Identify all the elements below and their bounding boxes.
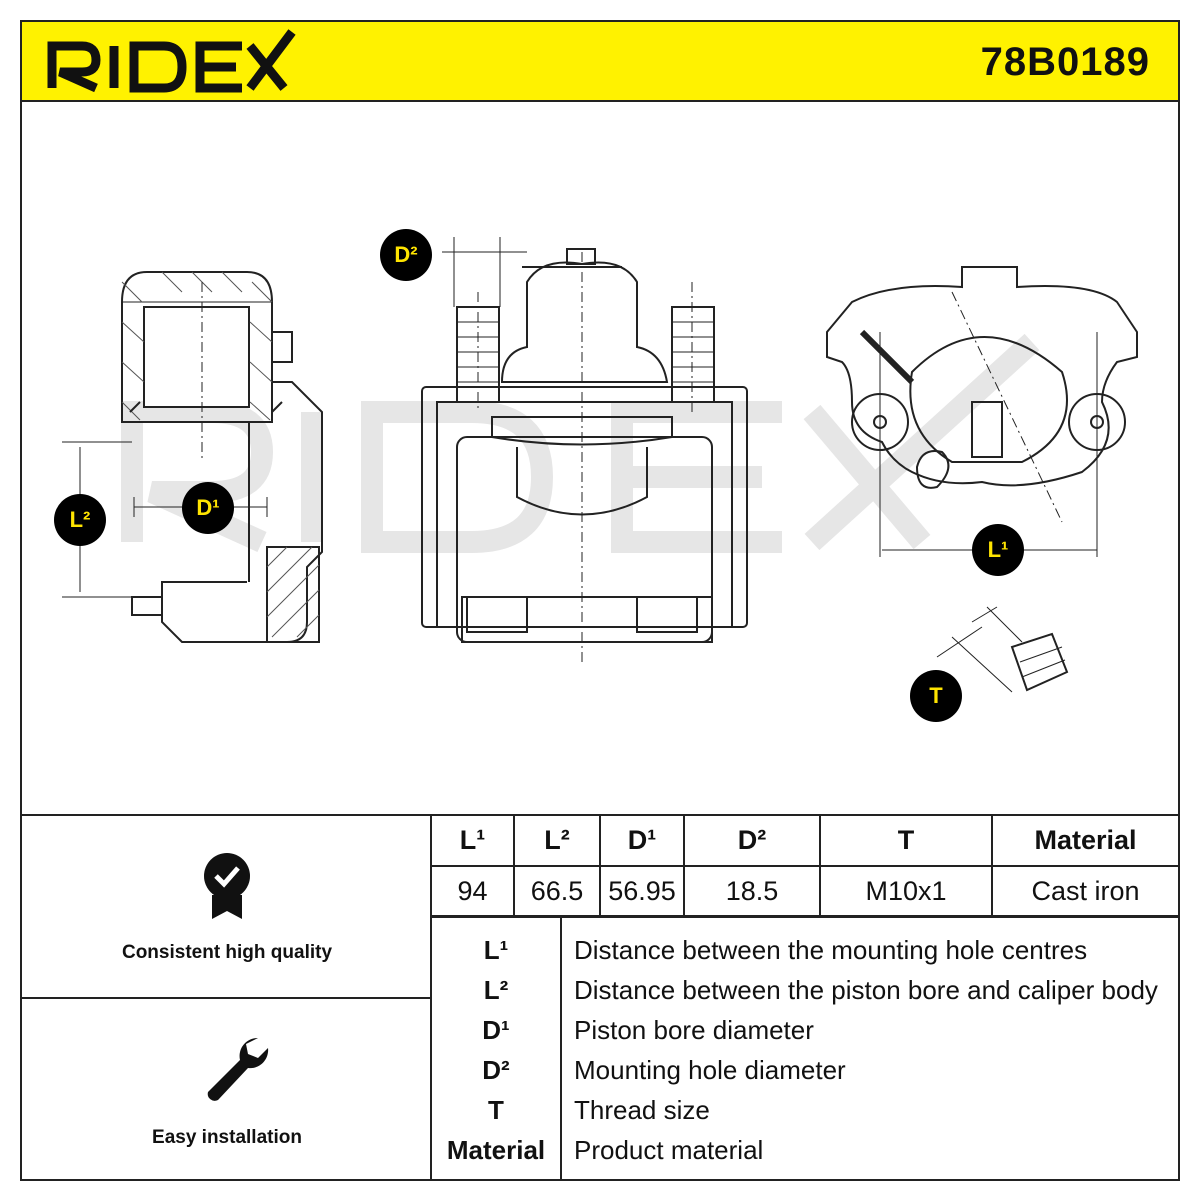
feature-quality: Consistent high quality	[22, 816, 432, 999]
bleeder-screw	[936, 606, 1069, 693]
part-number: 78B0189	[980, 40, 1150, 84]
legend-desc: Distance between the mounting hole centr…	[574, 935, 1088, 965]
legend-key: T	[488, 1095, 504, 1125]
specs-header-l1: L¹	[432, 816, 515, 867]
legend-row: L² Distance between the piston bore and …	[432, 970, 1178, 1010]
legend-row: D² Mounting hole diameter	[432, 1050, 1178, 1090]
specs-header-d2: D²	[683, 816, 821, 867]
badge-t-label: T	[929, 683, 943, 708]
specs-header-d1: D¹	[599, 816, 685, 867]
badge-l2: L²	[54, 494, 106, 546]
legend-key: D²	[482, 1055, 510, 1085]
badge-d1-label: D¹	[196, 495, 220, 520]
caliper-front-view	[421, 248, 748, 662]
feature-quality-label: Consistent high quality	[121, 942, 333, 963]
legend-desc: Thread size	[574, 1095, 710, 1125]
badge-d2: D²	[380, 229, 432, 281]
legend-row: T Thread size	[432, 1090, 1178, 1130]
technical-drawing: D² D¹ L² L¹ T	[22, 102, 1178, 814]
legend-row: D¹ Piston bore diameter	[432, 1010, 1178, 1050]
ridex-logo	[46, 28, 296, 99]
legend-desc: Mounting hole diameter	[574, 1055, 846, 1085]
header-bar: 78B0189	[22, 22, 1178, 102]
feature-installation-label: Easy installation	[152, 1127, 302, 1148]
dimension-lines-left	[62, 441, 268, 598]
legend-key: Material	[446, 1135, 546, 1165]
feature-installation: Easy installation	[22, 999, 432, 1181]
caliper-section-view	[121, 271, 323, 643]
bottom-section: Consistent high quality Easy installatio…	[22, 814, 1178, 1181]
specs-header-material: Material	[991, 816, 1178, 867]
specs-header-l2: L²	[513, 816, 601, 867]
legend-key: L¹	[483, 935, 509, 965]
specs-value-l2: 66.5	[513, 865, 601, 917]
specs-value-material: Cast iron	[991, 865, 1178, 917]
wrench-icon	[202, 1034, 272, 1109]
legend-row: L¹ Distance between the mounting hole ce…	[432, 930, 1178, 970]
specs-value-l1: 94	[432, 865, 515, 917]
specs-header-t: T	[819, 816, 993, 867]
product-sheet: 78B0189	[20, 20, 1180, 1181]
legend-desc: Distance between the piston bore and cal…	[574, 975, 1158, 1005]
legend-table: L¹ Distance between the mounting hole ce…	[432, 916, 1178, 1181]
quality-badge-icon	[202, 851, 252, 926]
caliper-rear-view	[826, 266, 1138, 557]
badge-l2-label: L²	[69, 507, 91, 532]
badge-l1-label: L¹	[987, 537, 1009, 562]
legend-divider	[560, 918, 562, 1181]
legend-row: Material Product material	[432, 1130, 1178, 1170]
badge-l1: L¹	[972, 524, 1024, 576]
dimension-lines-center	[442, 237, 527, 307]
specs-value-d1: 56.95	[599, 865, 685, 917]
legend-desc: Piston bore diameter	[574, 1015, 814, 1045]
specs-header-row: L¹ L² D¹ D² T Material	[432, 816, 1178, 867]
badge-d1: D¹	[182, 482, 234, 534]
specs-value-row: 94 66.5 56.95 18.5 M10x1 Cast iron	[432, 865, 1178, 917]
badge-t: T	[910, 670, 962, 722]
legend-key: D¹	[482, 1015, 510, 1045]
badge-d2-label: D²	[394, 242, 418, 267]
legend-key: L²	[483, 975, 509, 1005]
specs-value-t: M10x1	[819, 865, 993, 917]
legend-desc: Product material	[574, 1135, 764, 1165]
specs-table: L¹ L² D¹ D² T Material 94 66.5 56.95 18.…	[432, 816, 1178, 917]
specs-value-d2: 18.5	[683, 865, 821, 917]
